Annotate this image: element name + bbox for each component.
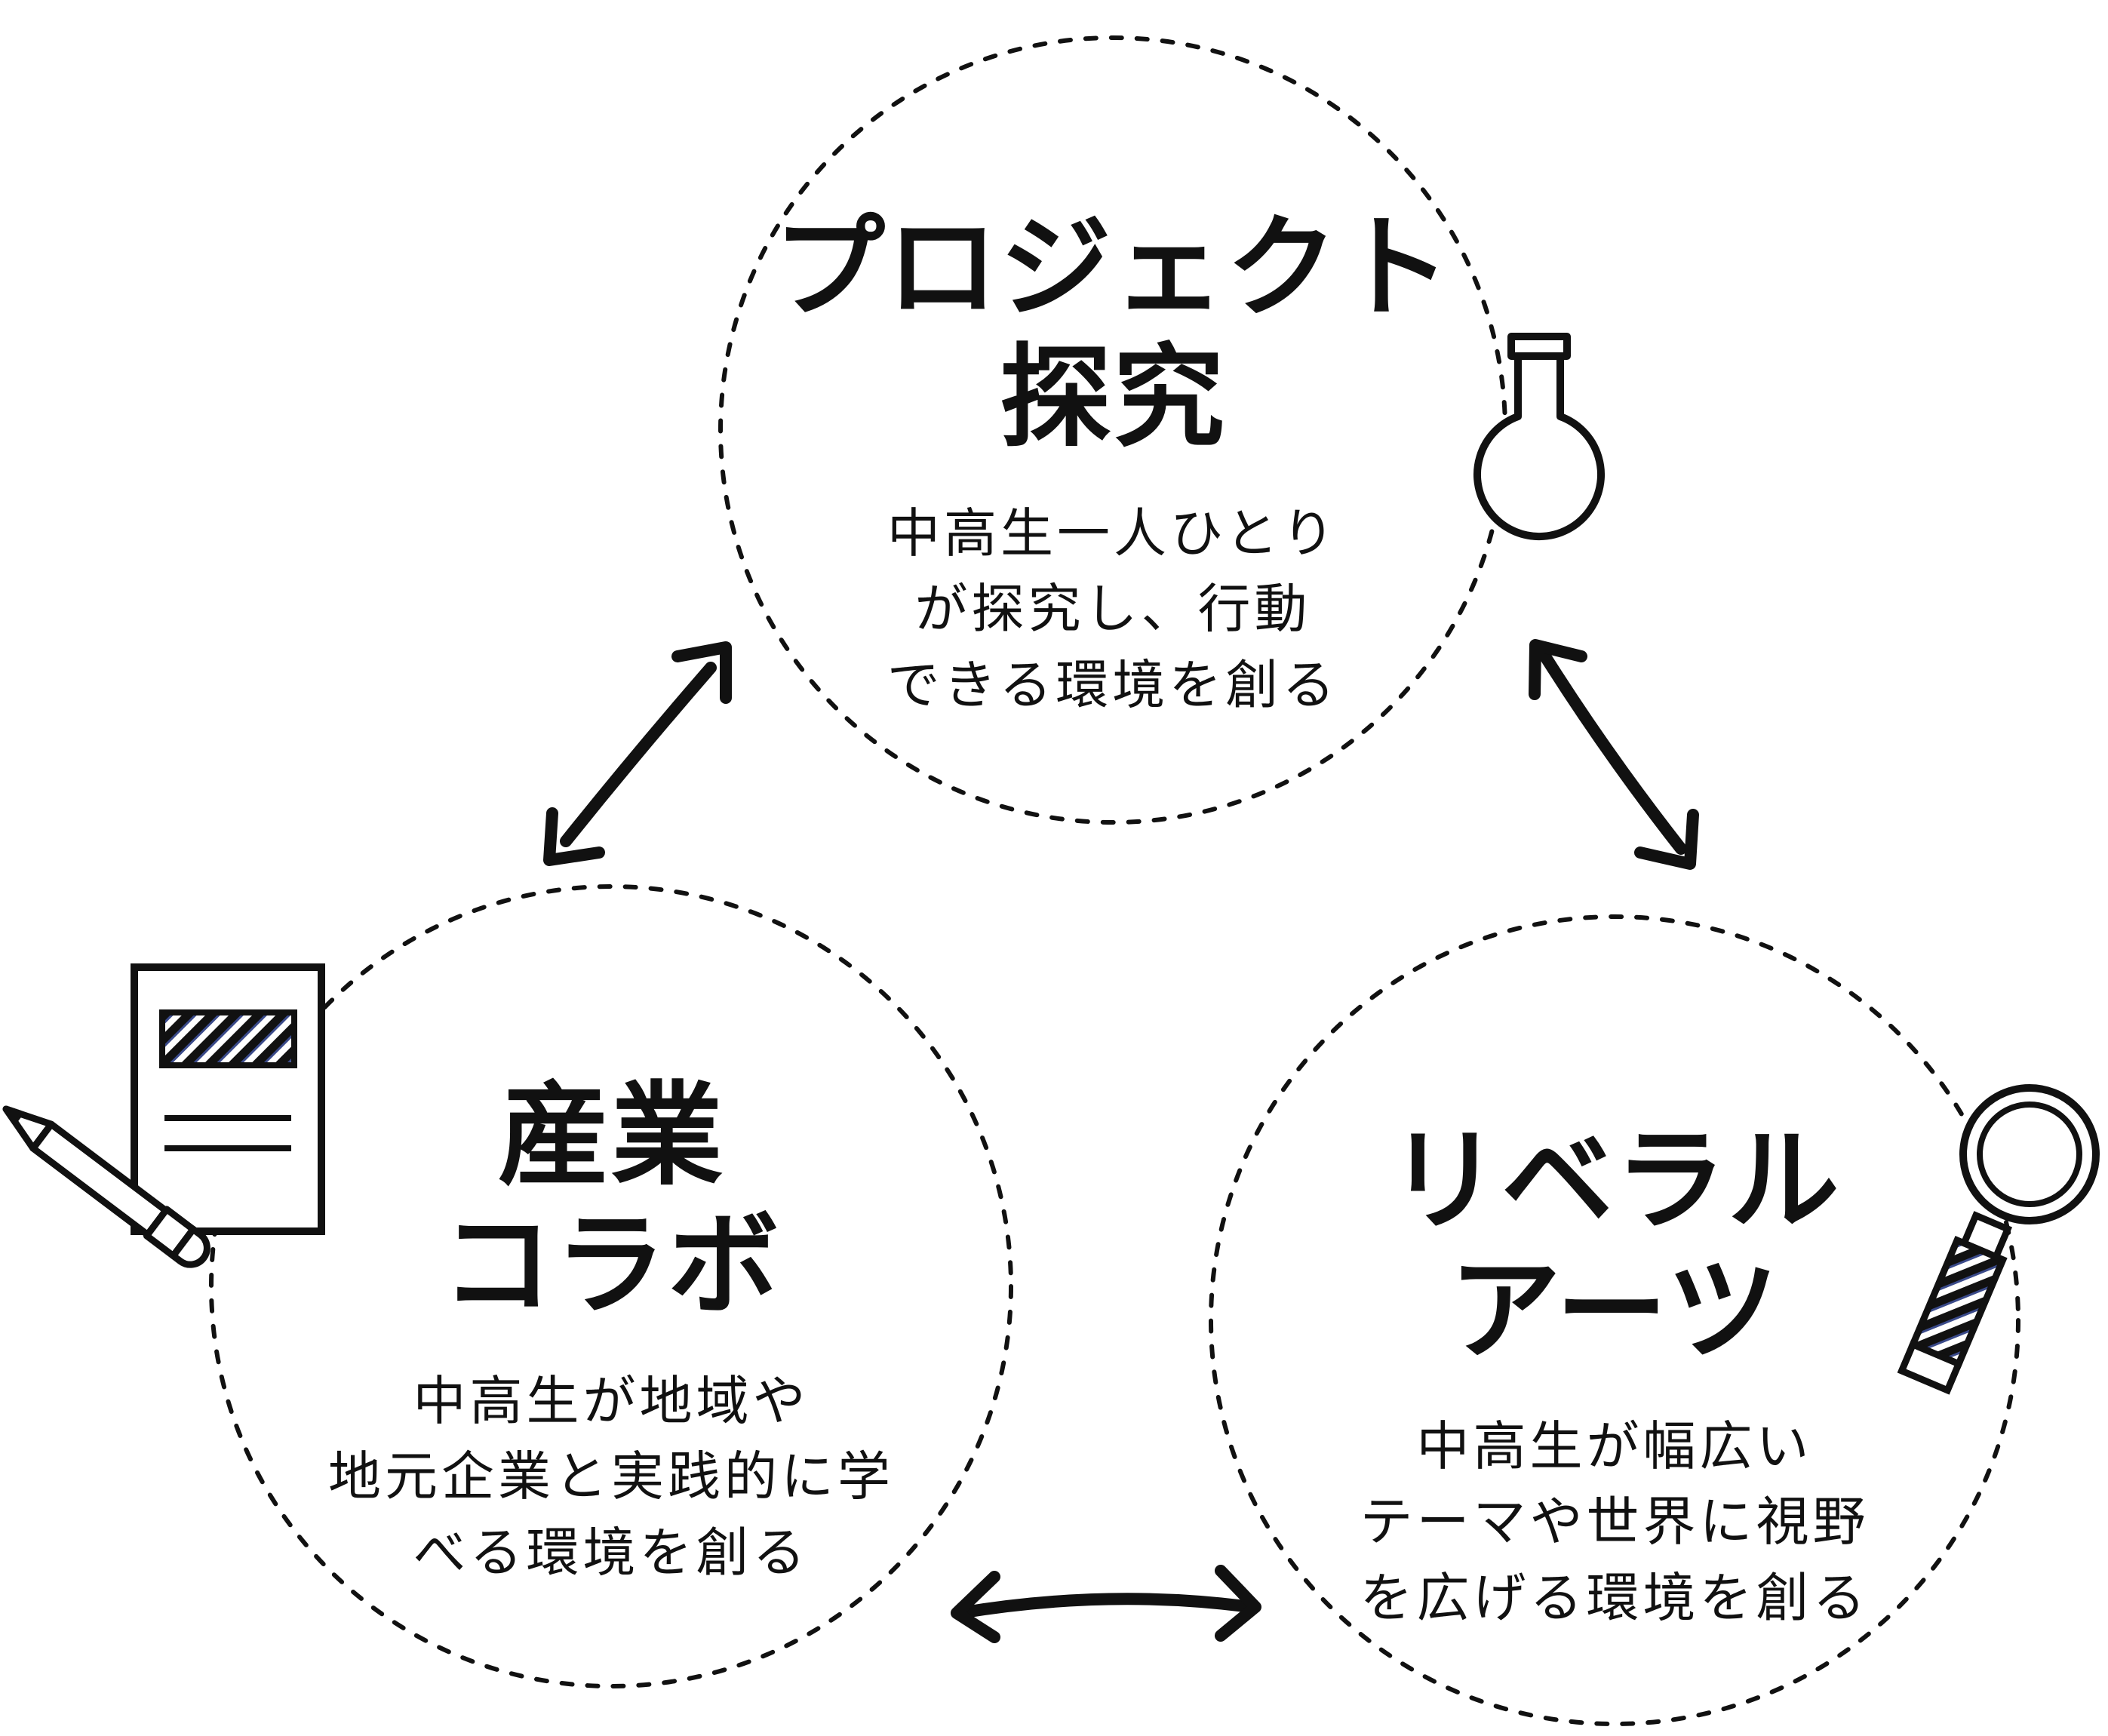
industry-description: 中高生が地域や 地元企業と実践的に学 べる環境を創る xyxy=(249,1363,973,1590)
industry-title: 産業 コラボ xyxy=(249,1071,973,1330)
project-description: 中高生一人ひとり が探究し、行動 できる環境を創る xyxy=(754,496,1471,722)
liberal-circle xyxy=(1209,914,2020,1726)
industry-title-line: コラボ xyxy=(441,1200,781,1330)
project-title: プロジェクト 探究 xyxy=(754,203,1471,462)
project-desc-line: 中高生一人ひとり xyxy=(887,502,1338,565)
project-desc-line: できる環境を創る xyxy=(887,653,1339,716)
project-title-line: プロジェクト xyxy=(773,203,1452,333)
industry-desc-line: 地元企業と実践的に学 xyxy=(328,1446,894,1508)
document-pencil-icon xyxy=(2,963,325,1268)
liberal-node: リベラル アーツ 中高生が幅広い テーマや世界に視野 を広げる環境を創る xyxy=(1252,1116,1977,1636)
arrow-project-liberal xyxy=(1529,639,1699,870)
industry-desc-line: 中高生が地域や xyxy=(413,1370,810,1433)
liberal-title-line: リベラル xyxy=(1388,1116,1841,1246)
industry-title-line: 産業 xyxy=(498,1071,724,1200)
liberal-desc-line: テーマや世界に視野 xyxy=(1360,1491,1870,1553)
arrow-project-industry xyxy=(543,641,732,866)
liberal-desc-line: を広げる環境を創る xyxy=(1360,1566,1870,1629)
industry-desc-line: べる環境を創る xyxy=(413,1521,810,1584)
magnifier-icon xyxy=(1897,1084,2100,1395)
liberal-title: リベラル アーツ xyxy=(1252,1116,1977,1375)
liberal-desc-line: 中高生が幅広い xyxy=(1416,1415,1813,1478)
flask-icon xyxy=(1473,333,1605,540)
project-title-line: 探究 xyxy=(1000,332,1226,462)
industry-node: 産業 コラボ 中高生が地域や 地元企業と実践的に学 べる環境を創る xyxy=(249,1071,973,1590)
arrow-industry-liberal xyxy=(951,1565,1261,1643)
industry-circle xyxy=(209,884,1013,1688)
project-node: プロジェクト 探究 中高生一人ひとり が探究し、行動 できる環境を創る xyxy=(754,203,1471,723)
liberal-description: 中高生が幅広い テーマや世界に視野 を広げる環境を創る xyxy=(1252,1409,1977,1635)
project-desc-line: が探究し、行動 xyxy=(914,578,1311,641)
liberal-title-line: アーツ xyxy=(1449,1245,1781,1375)
